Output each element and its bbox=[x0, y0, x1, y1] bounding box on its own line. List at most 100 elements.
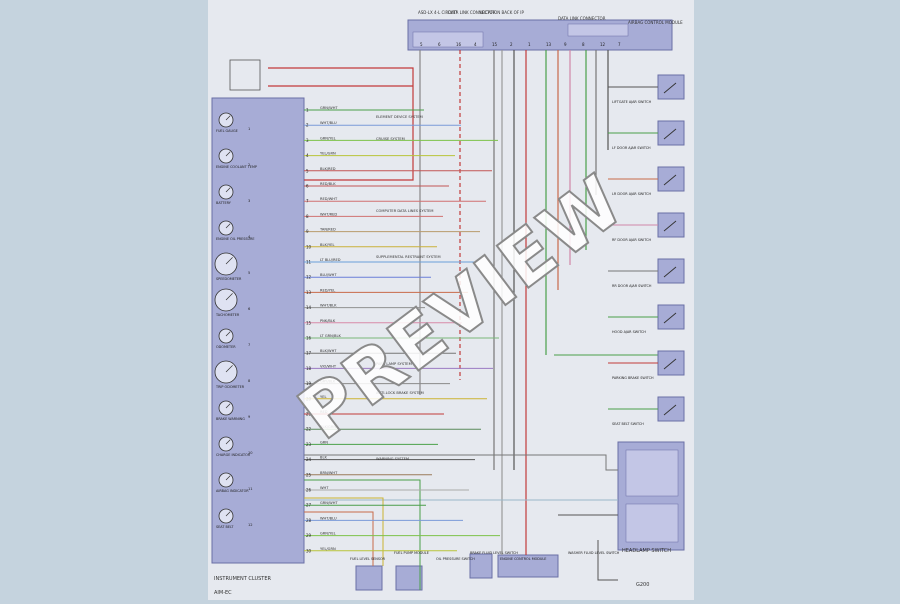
destination-label: ANTI-LOCK BRAKE SYSTEM bbox=[376, 391, 424, 395]
gauge-label: ENGINE COOLANT TEMP bbox=[216, 165, 257, 169]
top-connector-pin: 8 bbox=[582, 42, 585, 47]
sheet-footer-code: AIM-EC bbox=[214, 590, 232, 596]
bottom-right-box-label: HEADLAMP SWITCH bbox=[622, 548, 672, 554]
wire-label: VIO/WHT bbox=[320, 364, 337, 368]
module-left-pin: 9 bbox=[248, 415, 251, 419]
module-pin: 29 bbox=[306, 533, 312, 538]
switch-label: SEAT BELT SWITCH bbox=[612, 422, 644, 426]
destination-label: CRUISE SYSTEM bbox=[376, 137, 405, 141]
gauge-label: CHARGE INDICATOR bbox=[216, 453, 251, 457]
wiring-schematic: GRN/WHT WHT/BLU GRN/YEL YEL/GRN BLK/RED RED/B… bbox=[211, 19, 685, 591]
module-pin: 16 bbox=[306, 336, 312, 341]
module-pin: 11 bbox=[306, 260, 312, 265]
module-pin: 30 bbox=[306, 548, 312, 553]
module-pin: 6 bbox=[306, 184, 309, 189]
top-connector-pin: 1 bbox=[528, 42, 531, 47]
module-pin: 24 bbox=[306, 457, 312, 462]
wire-label: YEL/GRN bbox=[320, 547, 336, 551]
module-pin: 4 bbox=[306, 153, 309, 158]
gauge-label: SPEEDOMETER bbox=[216, 277, 242, 281]
wire-label: GRN bbox=[320, 440, 328, 444]
switch-label: HOOD AJAR SWITCH bbox=[612, 330, 646, 334]
wire-label: WHT/RED bbox=[320, 212, 337, 216]
wire-label: BLU/WHT bbox=[320, 273, 337, 277]
destination-label: PARK LAMP SYSTEM bbox=[376, 362, 412, 366]
bottom-component-label: FUEL PUMP MODULE bbox=[394, 551, 429, 555]
bottom-component-label: FUEL LEVEL SENSOR bbox=[350, 557, 386, 561]
module-left-pin: 7 bbox=[248, 343, 250, 347]
wire-label: BLK/WHT bbox=[320, 349, 337, 353]
wire-label: YEL/GRN bbox=[320, 152, 336, 156]
top-connector-pin: 4 bbox=[474, 42, 477, 47]
switch-label: LF DOOR AJAR SWITCH bbox=[612, 146, 651, 150]
module-pin: 18 bbox=[306, 366, 312, 371]
gauge-label: ENGINE OIL PRESSURE bbox=[216, 237, 255, 241]
top-connector-pin: 15 bbox=[492, 42, 498, 47]
wire-label: LT GRN/BLK bbox=[320, 334, 341, 338]
destination-label: WARNING SYSTEM bbox=[376, 457, 409, 461]
top-connector-label-3: LOCATION BACK OF IP bbox=[480, 10, 524, 15]
wire-label: PNK/BLK bbox=[320, 319, 336, 323]
wire-label: BLK/RED bbox=[320, 167, 336, 171]
top-connector-pin: 5 bbox=[420, 42, 423, 47]
switch-box bbox=[657, 166, 685, 192]
destination-label: SUPPLEMENTAL RESTRAINT SYSTEM bbox=[376, 255, 441, 259]
wire-label: BLK/YEL bbox=[320, 243, 335, 247]
module-pin: 1 bbox=[306, 108, 309, 113]
wire-label: GRY/BLK bbox=[320, 380, 336, 384]
wire-label: WHT bbox=[320, 486, 329, 490]
switch-label: RF DOOR AJAR SWITCH bbox=[612, 238, 652, 242]
module-left-pin: 10 bbox=[248, 451, 253, 455]
wire-label: GRN/WHT bbox=[320, 106, 338, 110]
module-pin: 23 bbox=[306, 442, 312, 447]
gauge-label: ODOMETER bbox=[216, 345, 236, 349]
bottom-component-label: ENGINE CONTROL MODULE bbox=[500, 557, 546, 561]
wire-label: RED/BLK bbox=[320, 182, 336, 186]
module-pin: 8 bbox=[306, 214, 309, 219]
module-left-pin: 12 bbox=[248, 523, 253, 527]
module-pin: 9 bbox=[306, 229, 309, 234]
top-connector-pin: 6 bbox=[438, 42, 441, 47]
switch-label: LIFTGATE AJAR SWITCH bbox=[612, 100, 652, 104]
wire-label: WHT/BLU bbox=[320, 516, 337, 520]
module-pin: 17 bbox=[306, 351, 312, 356]
top-connector-label-2: DATA LINK CONNECTOR bbox=[448, 10, 496, 15]
switch-label: LR DOOR AJAR SWITCH bbox=[612, 192, 651, 196]
bottom-component-label: WASHER FLUID LEVEL SWITCH bbox=[568, 551, 620, 555]
top-connector-label-4: DATA LINK CONNECTOR bbox=[558, 16, 606, 21]
module-pin: 19 bbox=[306, 381, 312, 386]
wire-label: WHT/BLU bbox=[320, 121, 337, 125]
module-pin: 3 bbox=[306, 138, 309, 143]
top-connector-pin: 13 bbox=[546, 42, 552, 47]
wire-label: RED bbox=[320, 410, 328, 414]
destination-label: ELEMENT DEVICE SYSTEM bbox=[376, 115, 423, 119]
bottom-component-label: OIL PRESSURE SWITCH bbox=[436, 557, 475, 561]
module-pin: 26 bbox=[306, 488, 312, 493]
module-pin: 14 bbox=[306, 305, 312, 310]
wire-label: BLK bbox=[320, 456, 327, 460]
module-pin: 20 bbox=[306, 396, 312, 401]
module-left-pin: 4 bbox=[248, 235, 251, 239]
destination-label: COMPUTER DATA LINES SYSTEM bbox=[376, 209, 434, 213]
module-pin: 7 bbox=[306, 199, 309, 204]
gauge-label: FUEL GAUGE bbox=[216, 129, 238, 133]
wire-label: GRN/WHT bbox=[320, 501, 338, 505]
wire-label: RED/YEL bbox=[320, 288, 335, 292]
switch-label: RR DOOR AJAR SWITCH bbox=[612, 284, 652, 288]
module-pin: 22 bbox=[306, 427, 312, 432]
module-pin: 5 bbox=[306, 168, 309, 173]
module-left-pin: 1 bbox=[248, 127, 250, 131]
gauge-label: BRAKE WARNING bbox=[216, 417, 245, 421]
wire-label: GRN/YEL bbox=[320, 532, 336, 536]
top-connector-pin: 7 bbox=[618, 42, 621, 47]
module-pin: 13 bbox=[306, 290, 312, 295]
module-pin: 2 bbox=[306, 123, 309, 128]
gauge-label: TACHOMETER bbox=[215, 313, 240, 317]
top-connector-pin: 9 bbox=[564, 42, 567, 47]
main-module-title: INSTRUMENT CLUSTER bbox=[214, 576, 271, 582]
gauge-label: BATTERY bbox=[216, 201, 232, 205]
module-left-pin: 2 bbox=[248, 163, 250, 167]
bottom-component-label: BRAKE FLUID LEVEL SWITCH bbox=[470, 551, 518, 555]
module-pin: 15 bbox=[306, 320, 312, 325]
top-connector-pin: 12 bbox=[600, 42, 606, 47]
